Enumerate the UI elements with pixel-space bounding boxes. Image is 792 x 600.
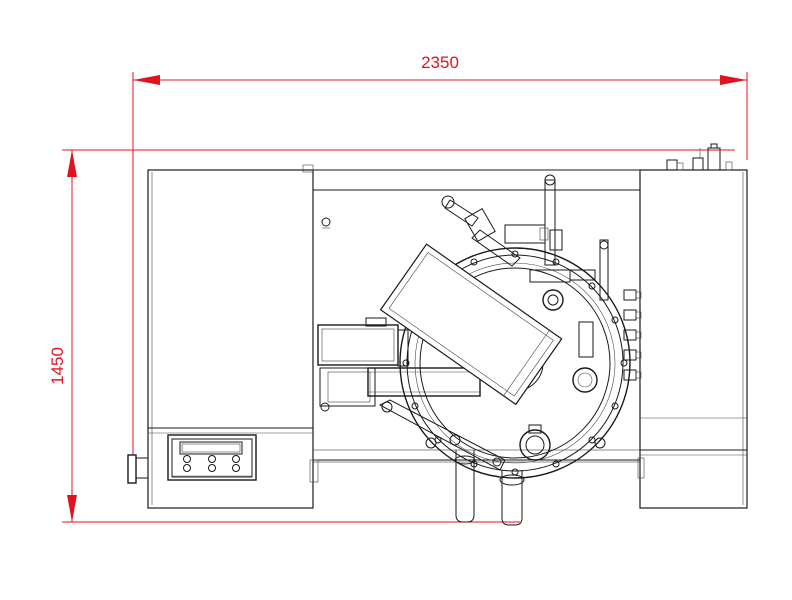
control-knob-row — [183, 455, 240, 472]
top-piping — [441, 174, 609, 311]
discharge-outlet — [425, 424, 606, 461]
display-screen — [179, 441, 243, 455]
arrow-down-icon — [67, 495, 77, 522]
right-cabinet — [639, 169, 748, 509]
cabinet-feet — [309, 457, 645, 483]
left-cabinet — [127, 164, 314, 509]
arrow-right-icon — [720, 75, 747, 85]
height-dimension-label: 1450 — [48, 347, 67, 385]
drain-pipes — [454, 450, 525, 526]
side-ports — [623, 289, 642, 381]
height-dimension: 1450 — [48, 149, 735, 523]
width-dimension: 2350 — [132, 53, 748, 455]
inspection-port — [572, 321, 598, 393]
burner-unit — [317, 317, 481, 407]
top-fittings — [666, 143, 733, 171]
width-dimension-label: 2350 — [421, 53, 459, 72]
valve-wheel-icon — [542, 289, 564, 311]
arrow-up-icon — [67, 150, 77, 177]
lever-arm — [378, 399, 506, 471]
control-panel — [167, 434, 257, 481]
hopper — [379, 243, 563, 406]
arrow-left-icon — [133, 75, 160, 85]
